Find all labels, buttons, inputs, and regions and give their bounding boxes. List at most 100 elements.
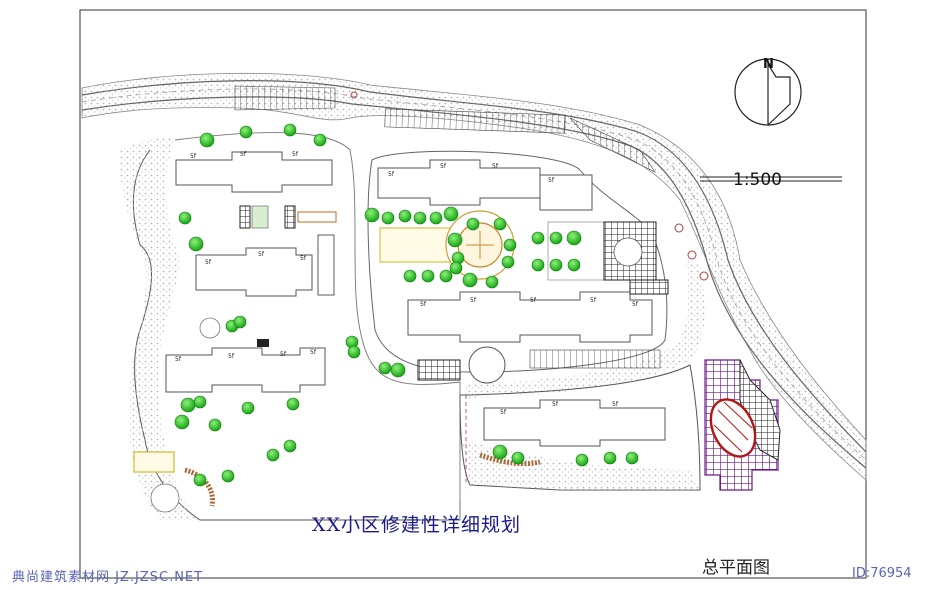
floor-label: 5f — [470, 297, 477, 304]
tree-icon — [531, 258, 545, 272]
parking-diagonal — [569, 117, 656, 173]
floor-label: 5f — [292, 151, 299, 158]
tree-icon — [381, 211, 395, 225]
tree-icon — [364, 207, 380, 223]
tree-icon — [447, 232, 463, 248]
floor-label: 5f — [388, 171, 395, 178]
tree-icon — [485, 275, 499, 289]
floor-label: 5f — [530, 297, 537, 304]
floor-label: 5f — [552, 401, 559, 408]
watermark-left: 典尚建筑素材网 JZ.JZSC.NET — [12, 570, 204, 585]
floor-label: 5f — [240, 151, 247, 158]
north-arrow — [734, 58, 802, 126]
tree-icon — [266, 448, 280, 462]
tree-icon — [188, 236, 204, 252]
tree-icon — [403, 269, 417, 283]
grid-paving-plaza — [603, 221, 657, 281]
buildings-south — [483, 399, 666, 447]
tree-icon — [378, 361, 392, 375]
main-road — [81, 80, 867, 453]
tree-icon — [567, 258, 581, 272]
site-boundary-south — [459, 364, 701, 491]
floor-label: 5f — [548, 177, 555, 184]
tree-icon — [511, 451, 525, 465]
tree-icon — [178, 211, 192, 225]
tree-icon — [421, 269, 435, 283]
tree-icon — [549, 231, 563, 245]
floor-label: 5f — [500, 409, 507, 416]
tree-icon — [449, 261, 463, 275]
floor-label: 5f — [190, 153, 197, 160]
tree-icon — [493, 217, 507, 231]
tree-icon — [439, 269, 453, 283]
tree-icon — [313, 133, 327, 147]
watermark-right: ID:76954 — [852, 566, 912, 581]
north-label: N — [763, 57, 774, 72]
floor-label: 5f — [258, 251, 265, 258]
green-belt-outer — [81, 72, 867, 481]
tree-icon — [390, 362, 406, 378]
buildings-west — [165, 151, 333, 393]
tree-icon — [199, 132, 215, 148]
floor-label: 5f — [590, 297, 597, 304]
tree-icon — [566, 230, 582, 246]
tree-icon — [501, 255, 515, 269]
buildings-central — [377, 159, 653, 343]
floor-label: 5f — [632, 301, 639, 308]
tree-icon — [625, 451, 639, 465]
tree-icon — [239, 125, 253, 139]
tree-icon — [413, 211, 427, 225]
tree-icon — [283, 123, 297, 137]
tree-icon — [283, 439, 297, 453]
floor-label: 5f — [205, 259, 212, 266]
tree-icon — [443, 206, 459, 222]
sport-court — [133, 451, 175, 473]
tree-icon — [286, 397, 300, 411]
floor-labels: 5f 5f 5f 5f 5f 5f 5f 5f 5f 5f 5f 5f 5f 5f 5f 5f 5f 5f 5f 5f… — [175, 151, 639, 416]
west-facilities — [133, 205, 337, 513]
scale-label: 1:500 — [733, 170, 782, 190]
tree-icon — [398, 209, 412, 223]
plan-subtitle: 总平面图 — [702, 558, 770, 578]
tree-icon — [575, 453, 589, 467]
floor-label: 5f — [280, 351, 287, 358]
tree-icon — [180, 397, 196, 413]
roundabout — [417, 346, 506, 384]
tree-icon — [531, 231, 545, 245]
floor-label: 5f — [175, 356, 182, 363]
parking-west — [234, 85, 336, 111]
floor-label: 5f — [300, 255, 307, 262]
tree-icon — [193, 473, 207, 487]
floor-label: 5f — [492, 163, 499, 170]
pergola-south — [479, 452, 541, 467]
tree-icon — [492, 444, 508, 460]
floor-label: 5f — [228, 353, 235, 360]
floor-label: 5f — [420, 301, 427, 308]
grid-paving-strip — [629, 279, 669, 295]
tree-icon — [193, 395, 207, 409]
plan-title: XX小区修建性详细规划 — [312, 514, 522, 536]
pergola-west — [184, 467, 216, 507]
trees — [174, 123, 639, 487]
tree-icon — [466, 217, 480, 231]
tree-icon — [549, 258, 563, 272]
floor-label: 5f — [612, 401, 619, 408]
tree-icon — [603, 451, 617, 465]
tree-icon — [429, 211, 443, 225]
tree-icon — [221, 469, 235, 483]
tree-icon — [347, 345, 361, 359]
inner-road — [367, 150, 668, 373]
tree-icon — [174, 414, 190, 430]
tree-icon — [462, 272, 478, 288]
floor-label: 5f — [310, 349, 317, 356]
tree-icon — [233, 315, 247, 329]
hatch-west — [119, 138, 200, 520]
tree-icon — [208, 418, 222, 432]
floor-label: 5f — [440, 163, 447, 170]
road-markers — [350, 91, 709, 281]
east-plaza — [704, 359, 781, 491]
parking-central — [529, 349, 661, 369]
tree-icon — [503, 238, 517, 252]
scale-line — [700, 176, 842, 182]
